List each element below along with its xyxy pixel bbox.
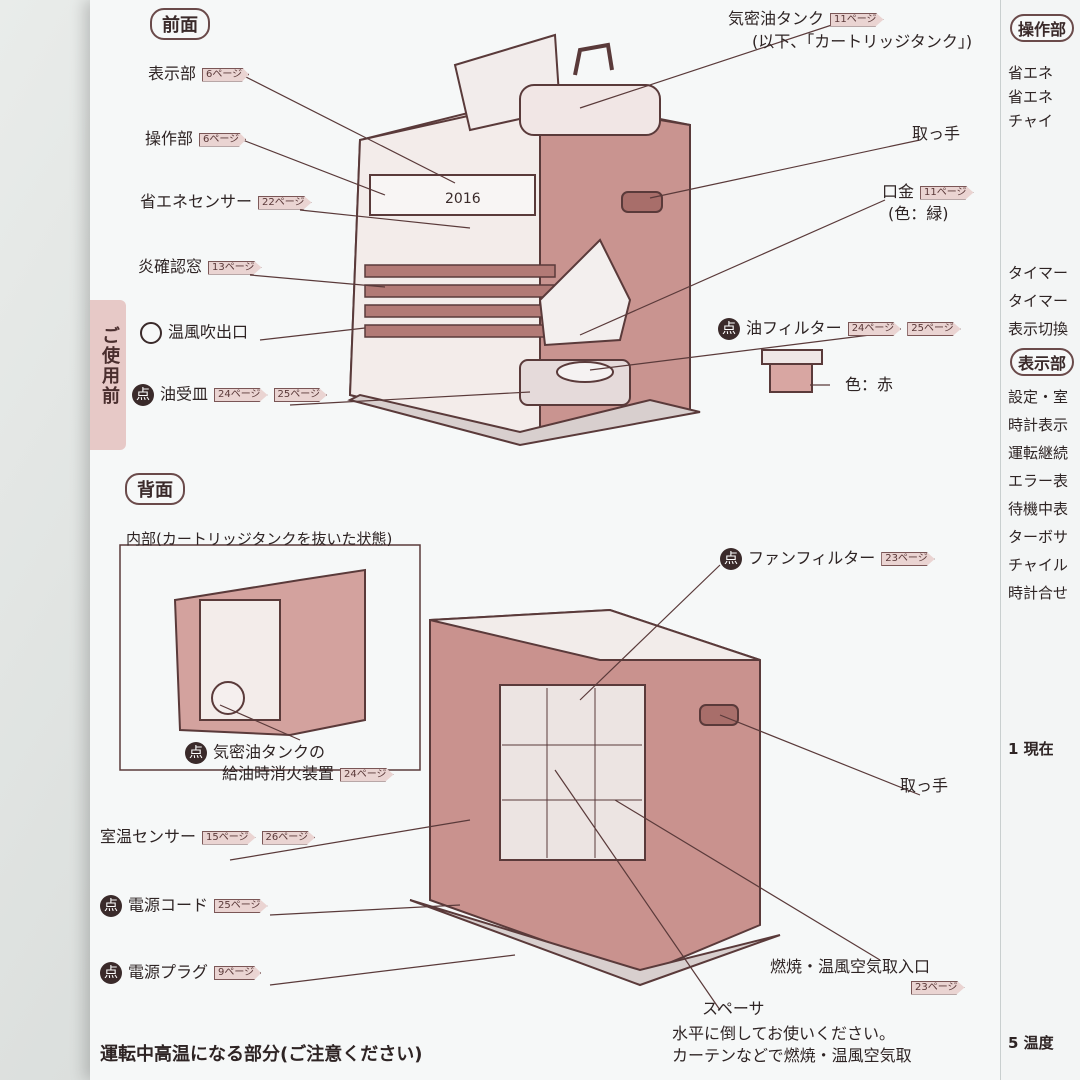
tank-note: (以下、「カートリッジタンク」)	[752, 32, 973, 51]
right-item: チャイ	[1008, 112, 1053, 130]
intake-page: 23ページ	[905, 978, 965, 996]
right-item: エラー表	[1008, 472, 1069, 490]
spacer-note-1: 水平に倒してお使いください。	[672, 1024, 896, 1043]
nozzle-color: (色：緑)	[888, 204, 949, 223]
inner-view	[119, 544, 421, 771]
right-step-5: 5 温度	[1008, 1034, 1054, 1052]
hot-parts-note: 運転中高温になる部分(ご注意ください)	[100, 1044, 423, 1065]
right-item: タイマー	[1008, 264, 1069, 282]
right-item: 運転継続	[1008, 444, 1069, 462]
right-item: 省エネ	[1008, 64, 1054, 82]
right-item: 設定・室	[1008, 388, 1069, 406]
back-heater	[409, 608, 781, 987]
display-clock: 2016	[445, 191, 481, 207]
right-item: ターボサ	[1008, 528, 1069, 546]
tank-shutoff-label: 点気密油タンクの	[185, 742, 325, 764]
handle-back-label: 取っ手	[900, 776, 949, 795]
right-item: 待機中表	[1008, 500, 1069, 518]
right-step: 1 現在	[1008, 740, 1054, 758]
spacer-label: スペーサ	[702, 999, 765, 1018]
right-heading-2: 表示部	[1010, 348, 1075, 376]
side-tab-label: ご使用前	[99, 326, 120, 406]
right-item: 省エネ	[1008, 88, 1054, 106]
intake-label: 燃焼・温風空気取入口	[770, 957, 931, 976]
right-item: 時計合せ	[1008, 584, 1069, 602]
oil-filter-color: 色：赤	[845, 375, 894, 394]
right-item: 時計表示	[1008, 416, 1069, 434]
front-heater	[347, 33, 701, 447]
side-tab: ご使用前	[90, 300, 126, 450]
right-item: チャイル	[1008, 556, 1068, 574]
inner-label: 内部(カートリッジタンクを抜いた状態)	[126, 530, 393, 548]
right-item: タイマー	[1008, 292, 1069, 310]
handle-top-label: 取っ手	[912, 124, 961, 143]
back-section-label: 背面	[125, 473, 185, 505]
front-section-label: 前面	[150, 8, 210, 40]
next-page-edge	[1000, 0, 1080, 1080]
oil-filter-part	[761, 349, 823, 393]
right-item: 表示切換	[1008, 320, 1069, 338]
warm-outlet-label: 温風吹出口	[140, 322, 248, 344]
spacer-note-2: カーテンなどで燃焼・温風空気取	[672, 1046, 912, 1065]
right-heading: 操作部	[1010, 14, 1075, 42]
hot-warning-icon	[140, 322, 162, 344]
